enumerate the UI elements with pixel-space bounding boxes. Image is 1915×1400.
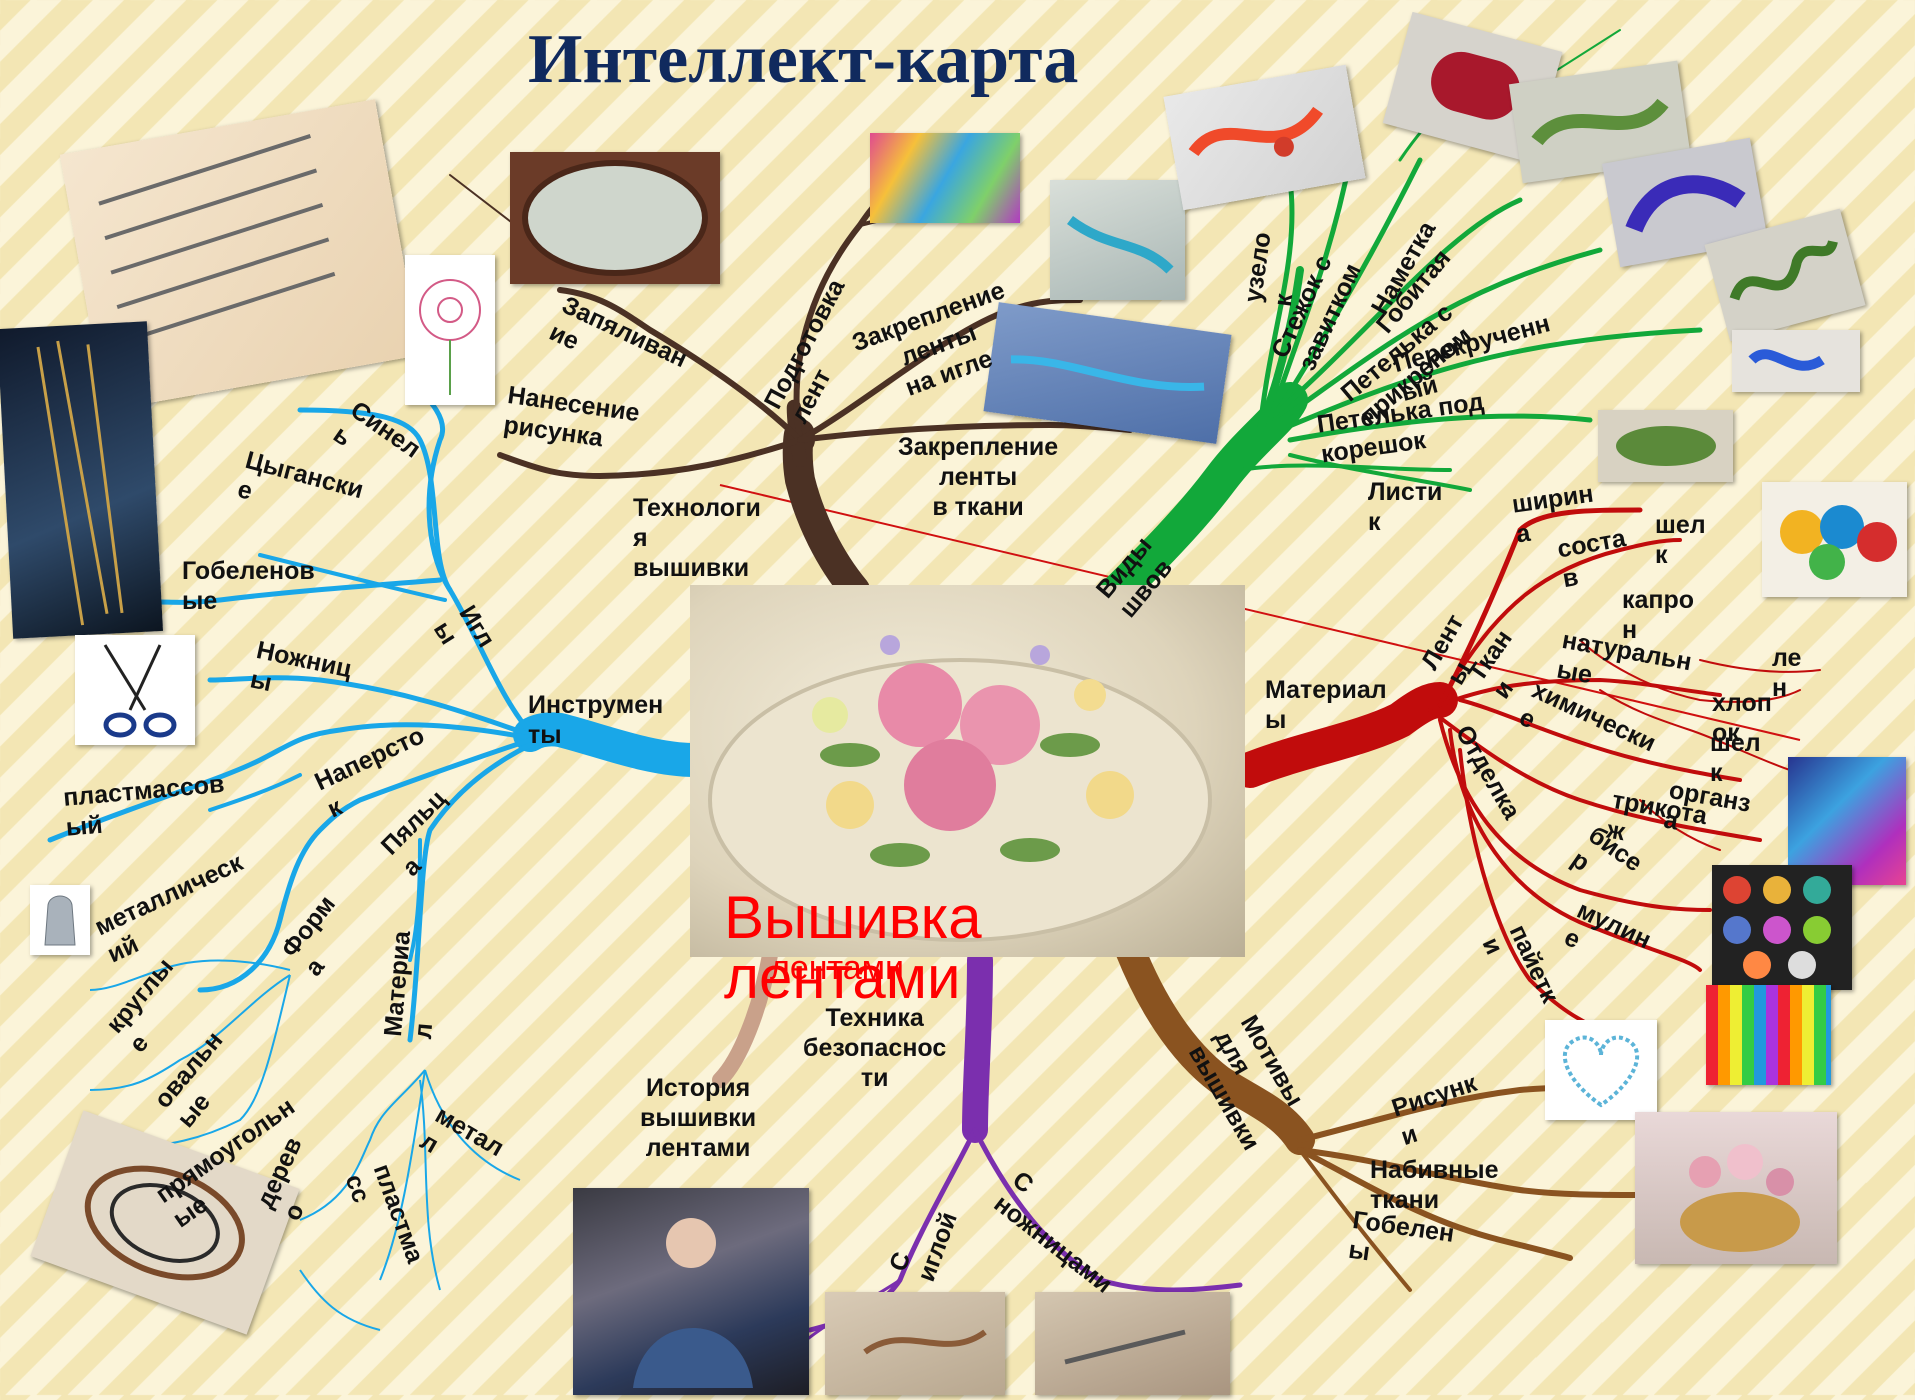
ribbon-linen-label: ле н: [1772, 644, 1802, 702]
tech-item-fabric-fix: Закрепление ленты в ткани: [898, 433, 1059, 521]
tech-branch: [449, 174, 1133, 605]
tools-branch: [47, 377, 712, 1043]
tools-thin-lines: [89, 959, 521, 1331]
stitch-knot-image: [1163, 64, 1366, 211]
stitch-twisted-image: [1704, 208, 1866, 342]
hoop-material-label: Материа л: [378, 929, 439, 1041]
page-title: Интеллект-карта: [528, 21, 1079, 98]
heart-pattern-image: [1545, 1020, 1657, 1120]
flower-sketch-image: [405, 255, 495, 405]
motif-printed-label: Набивные ткани: [1370, 1156, 1499, 1214]
stitch-green-image: [1508, 60, 1692, 184]
tech-label: Технологи я вышивки: [633, 494, 761, 582]
stitch-leaf-image: [1598, 410, 1733, 482]
needle-hand-image: [825, 1292, 1005, 1395]
fabric-image: [1788, 757, 1906, 885]
center-title-shadow: лентами: [770, 949, 904, 987]
ribbon-silk2-label: шел к: [1710, 729, 1761, 787]
needles-card-image: [59, 99, 421, 411]
stitches-branch: [1092, 29, 1703, 618]
connector-line: [719, 484, 1801, 741]
ribbons-image: [870, 133, 1020, 223]
safety-label: Техника безопаснос ти: [803, 1004, 947, 1092]
center-pillow-image: [690, 585, 1245, 957]
needle-pack-image: [0, 321, 164, 639]
ribbon-silk-label: шел к: [1655, 511, 1706, 569]
scissors-hand-image: [1035, 1292, 1230, 1395]
stitch-leaf-label: Листи к: [1368, 478, 1443, 536]
center-title: Вышивка лентами: [724, 884, 982, 1011]
needle-tapestry-label: Гобеленов ые: [182, 557, 315, 615]
scissors-image: [75, 635, 195, 745]
history-branch: [712, 947, 778, 1088]
beads-image: [1712, 865, 1852, 990]
ribbon-composition-label: соста в: [1555, 524, 1628, 594]
floss-image: [1706, 985, 1831, 1085]
ribbon-spools-image: [1762, 482, 1907, 597]
hoop-image: [510, 152, 720, 284]
ribbon-nylon-label: капро н: [1622, 586, 1695, 644]
ribbon-cotton-label: хлоп ок: [1712, 689, 1772, 747]
tools-label: Инструмен ты: [528, 691, 664, 749]
materials-label: Материал ы: [1265, 676, 1387, 734]
stitch-purple-image: [1602, 137, 1768, 268]
materials-branch: [1232, 507, 1821, 1032]
hoop-frames-image: [30, 1110, 300, 1335]
flower-basket-image: [1635, 1112, 1837, 1264]
portrait-image: [573, 1188, 809, 1395]
history-label: История вышивки лентами: [640, 1074, 757, 1162]
stitch-loop-image: [1732, 330, 1860, 392]
thimble-image: [30, 885, 90, 955]
ribbon-needle-image: [1050, 180, 1185, 300]
ribbon-fabric-image: [983, 302, 1232, 444]
